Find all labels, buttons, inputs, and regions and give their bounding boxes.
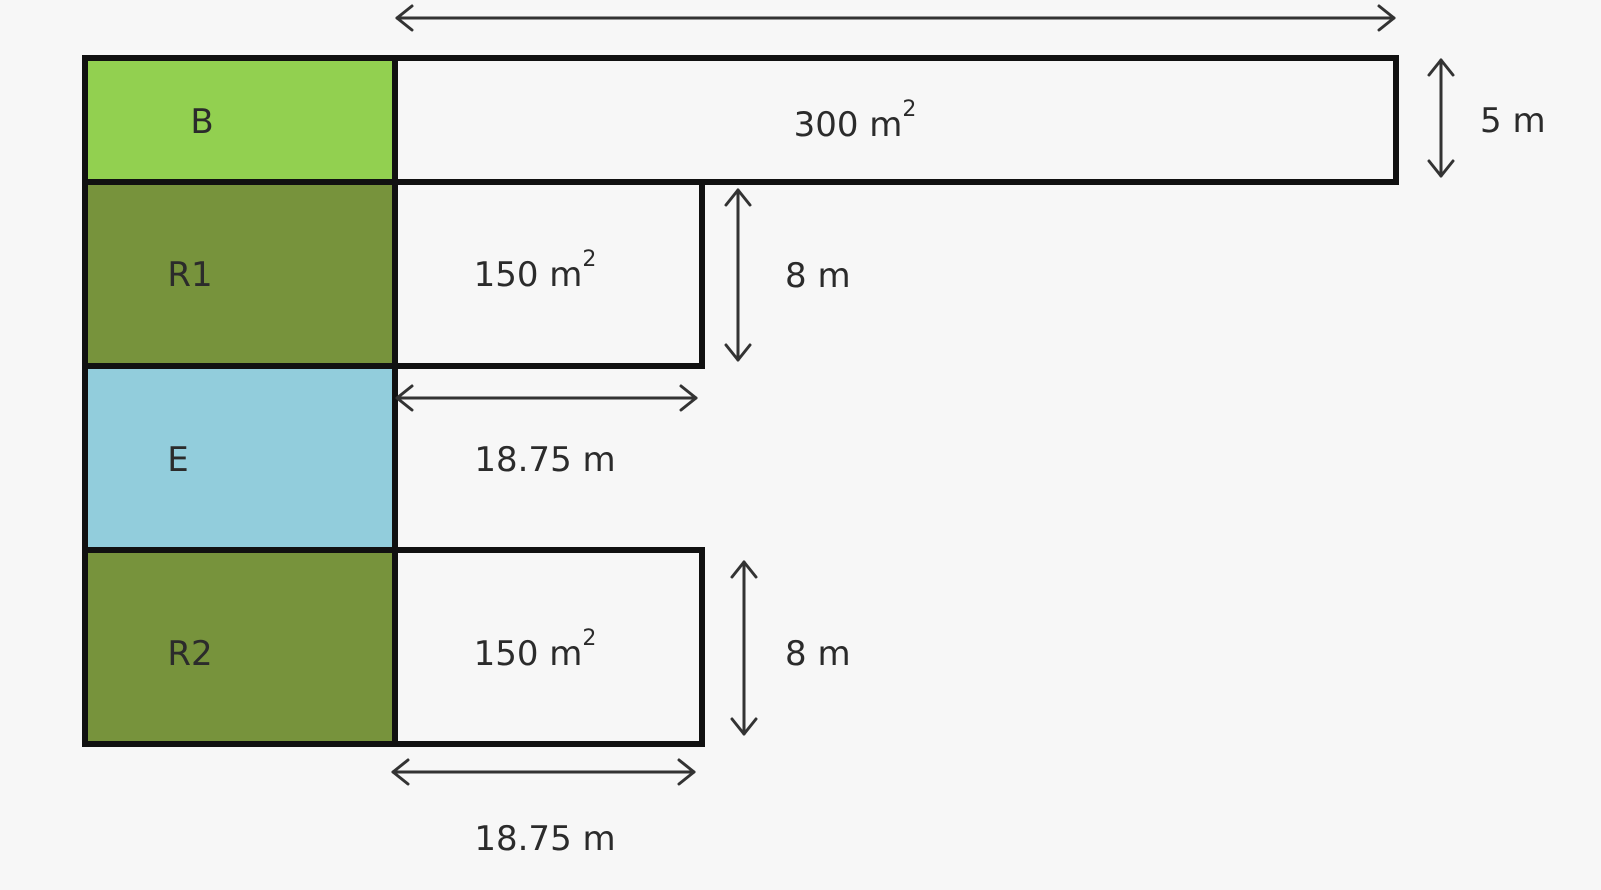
plot-r2-width-arrow [391,758,696,786]
zone-b [82,55,398,185]
zone-e [82,363,398,553]
plot-b-height-label: 5 m [1480,101,1546,141]
zone-column-outline [82,55,398,747]
plot-b-height-arrow [1427,58,1455,178]
zone-r1-label: R1 [167,255,212,295]
zone-e-label: E [167,440,188,480]
plot-r2-height-arrow [730,560,758,736]
plot-r1 [392,179,705,369]
plot-r1-width-arrow [395,384,698,412]
plot-r1-area: 150 m2 [474,247,597,295]
plot-b-area: 300 m2 [794,97,917,145]
plot-r2-area-value: 150 m [474,634,583,674]
plot-r1-width-label: 18.75 m [474,440,615,480]
plot-b-area-value: 300 m [794,105,903,145]
plot-b-width-arrow [395,4,1396,32]
plot-r1-area-sup: 2 [582,247,596,272]
plot-r2 [392,547,705,747]
plot-r1-height-arrow [724,188,752,362]
zone-r2-label: R2 [167,634,212,674]
plot-r2-area-sup: 2 [582,626,596,651]
zone-r2 [82,547,398,747]
plot-r1-area-value: 150 m [474,255,583,295]
plot-r2-area: 150 m2 [474,626,597,674]
zone-b-label: B [190,102,213,142]
zone-r1 [82,179,398,369]
plot-r2-height-label: 8 m [785,634,851,674]
plot-b-area-sup: 2 [902,97,916,122]
plot-r2-width-label: 18.75 m [474,819,615,859]
plot-r1-height-label: 8 m [785,256,851,296]
